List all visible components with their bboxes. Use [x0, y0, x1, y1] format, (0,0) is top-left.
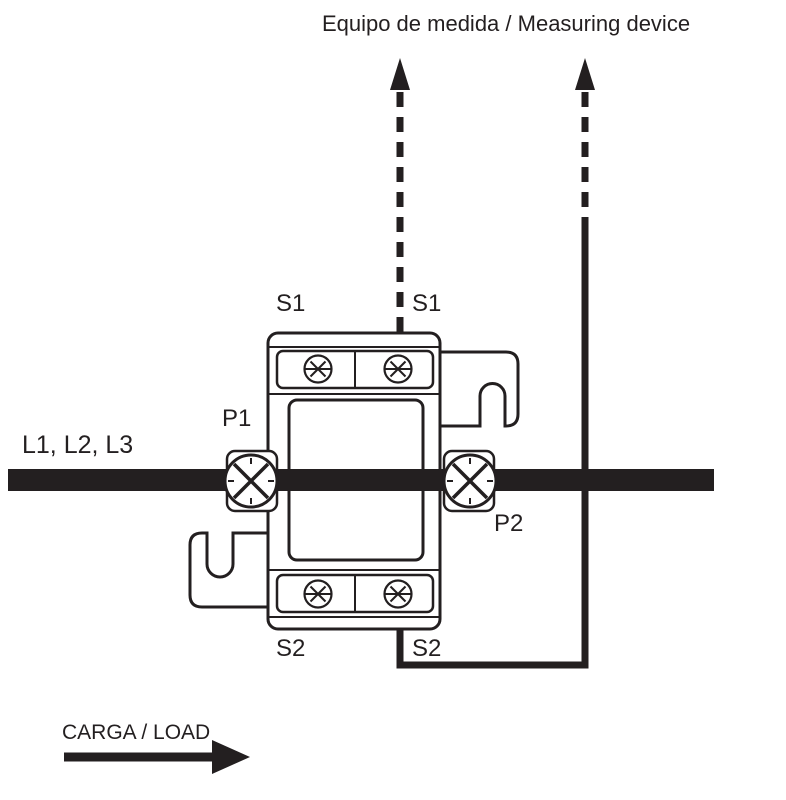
- arrow-up-icon-s1: [390, 58, 410, 90]
- label-s1-left: S1: [276, 290, 305, 317]
- mounting-bracket-right: [436, 350, 520, 428]
- terminal-screw-s2-left-icon: [303, 579, 333, 609]
- label-load: CARGA / LOAD: [62, 721, 210, 744]
- label-s2-right: S2: [412, 635, 441, 662]
- diagram-title: Equipo de medida / Measuring device: [322, 11, 690, 36]
- mounting-bracket-left: [188, 531, 272, 609]
- label-s2-left: S2: [276, 635, 305, 662]
- terminal-screw-s1-left-icon: [303, 354, 333, 384]
- load-arrow-head-icon: [212, 740, 250, 774]
- label-p2: P2: [494, 510, 523, 537]
- label-primary-lines: L1, L2, L3: [22, 431, 133, 459]
- primary-conductor-bar: [8, 469, 714, 491]
- clamp-screw-p1-icon: [223, 453, 279, 509]
- label-s1-right: S1: [412, 290, 441, 317]
- s2-return-line: [396, 226, 589, 669]
- terminal-screw-s1-right-icon: [383, 354, 413, 384]
- clamp-screw-p2-icon: [442, 453, 498, 509]
- terminal-screw-s2-right-icon: [383, 579, 413, 609]
- arrow-up-icon-s2: [575, 58, 595, 90]
- label-p1: P1: [222, 405, 251, 432]
